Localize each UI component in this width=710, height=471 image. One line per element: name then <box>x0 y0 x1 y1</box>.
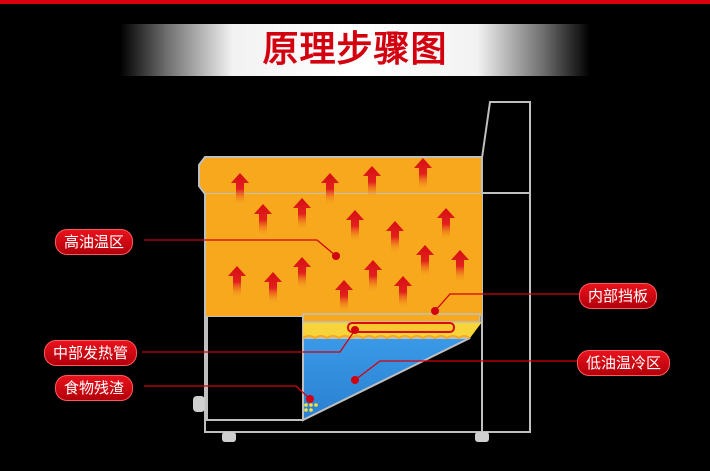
page-title: 原理步骤图 <box>262 29 448 70</box>
label-food-residue: 食物残渣 <box>55 375 134 401</box>
label-middle-heating-tube: 中部发热管 <box>44 340 138 366</box>
label-low-oil-zone: 低油温冷区 <box>577 350 671 376</box>
food-residue-dots <box>304 403 318 412</box>
label-high-oil-zone: 高油温区 <box>55 229 134 255</box>
fryer-feet <box>193 396 489 442</box>
heating-tube <box>347 322 455 333</box>
title-banner: 原理步骤图 <box>120 24 590 76</box>
leader-dots <box>306 252 439 403</box>
inner-baffle <box>302 313 481 323</box>
low-oil-cold-zone <box>302 335 471 422</box>
high-oil-temp-zone <box>198 156 483 316</box>
leader-lines <box>142 239 580 400</box>
label-inner-baffle: 内部挡板 <box>579 283 658 309</box>
top-red-bar <box>0 0 710 4</box>
